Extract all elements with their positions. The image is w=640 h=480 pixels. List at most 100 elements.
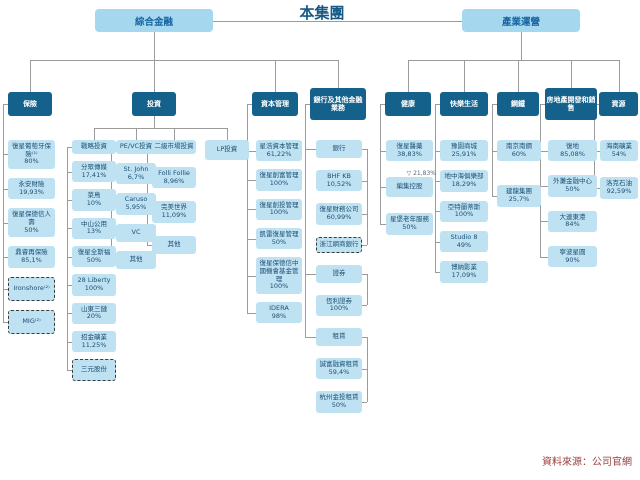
org-box-dashed: 三元股份 [72,359,116,382]
org-box-dashed: MIG⁽²⁾ [8,309,55,334]
org-box-dashed: 浙江網商銀行 [316,236,362,253]
section-happy-life: 快樂生活 [440,92,488,116]
connector-line [618,60,620,92]
connector-line [518,60,519,92]
securities-subheader: 證券 [316,264,362,283]
org-box: VC [116,223,156,242]
connector-line [362,149,367,150]
connector-line [154,60,155,92]
connector-line [408,60,409,92]
connector-line [305,104,306,337]
connector-line [540,185,548,187]
connector-line [247,104,248,313]
section-banking: 銀行及其他金融業務 [310,88,366,120]
connector-line [305,104,310,105]
connector-line [305,336,316,338]
branch-industry-operations: 產業運營 [462,9,580,32]
connector-line [540,104,545,105]
connector-line [3,104,4,322]
connector-line [435,271,440,273]
connector-line [94,128,227,129]
connector-line [147,244,152,246]
connector-line [362,244,367,246]
connector-line [540,256,548,258]
connector-line [380,150,386,152]
health-annotation: ▽ 21,83% [406,170,436,177]
connector-line [362,305,367,307]
connector-line [362,336,367,338]
connector-line [367,273,368,306]
connector-line [67,341,72,343]
connector-line [3,256,8,258]
connector-line [362,213,367,215]
connector-line [464,60,465,92]
connector-line [213,20,462,22]
subsection-secondary-market: 二級市場投資 [152,140,196,154]
section-steel: 鋼鐵 [497,92,539,116]
org-box: 其他 [152,235,196,254]
connector-line [408,60,619,61]
connector-line [154,116,155,128]
bank-subheader: 銀行 [316,140,362,158]
source-note: 資料來源：公司官網 [542,457,632,468]
section-investment: 投資 [132,92,176,116]
connector-line [492,104,497,105]
org-box: 編集控股 [386,177,433,198]
org-box: 復星葡萄牙保險⁽¹⁾80% [8,140,55,169]
connector-line [67,370,72,372]
connector-line [227,128,228,140]
connector-line [3,188,8,190]
connector-line [3,321,8,323]
branch-integrated-finance: 綜合金融 [95,9,213,32]
connector-line [435,241,440,243]
connector-line [492,104,493,196]
connector-line [67,228,72,230]
connector-line [67,313,72,315]
connector-line [380,223,386,225]
connector-line [30,60,31,92]
connector-line [540,104,541,257]
subsection-lp: LP投資 [205,140,249,160]
connector-line [247,312,256,314]
org-box: 其他 [116,250,156,269]
section-insurance: 保險 [8,92,52,116]
connector-line [3,222,8,224]
connector-line [305,273,316,275]
section-property: 房地產開發和銷售 [545,88,597,120]
connector-line [67,256,72,258]
section-resources: 資源 [599,92,638,116]
connector-line [67,147,68,371]
connector-line [154,32,155,60]
